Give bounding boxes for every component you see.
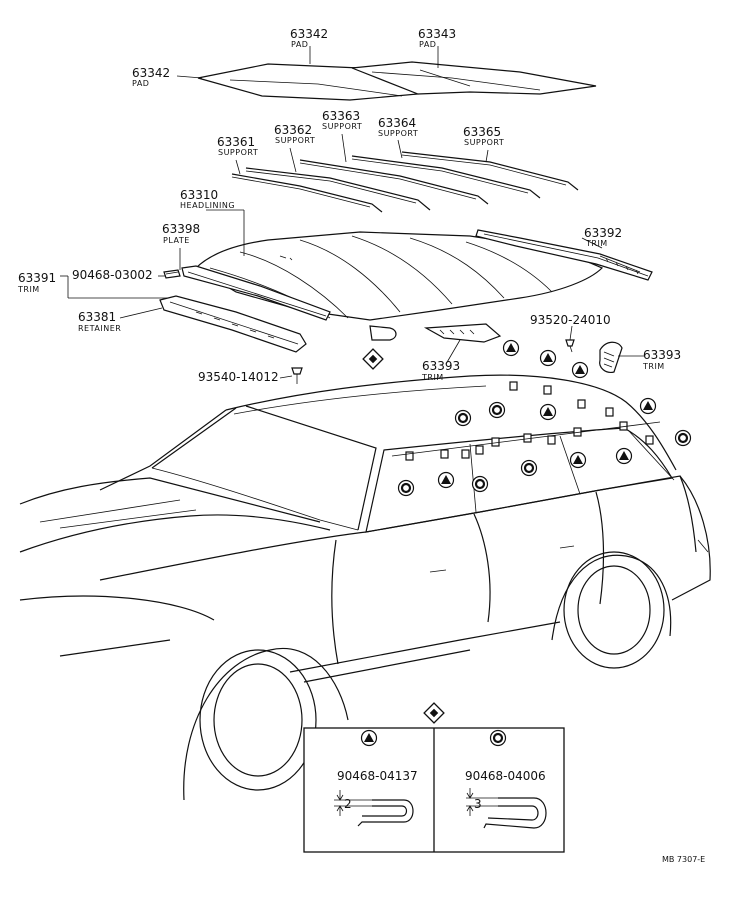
leader-63364 (397, 139, 403, 159)
pad-right-shape (351, 61, 597, 95)
car-body-outline (19, 374, 711, 801)
leader-63362 (289, 147, 297, 173)
leader-63310 (206, 209, 245, 256)
detail-triangle-clip-drawing (334, 790, 414, 827)
part-90468-03002-number: 90468-03002 (72, 268, 153, 282)
part-63342-left-number: 63342 (132, 66, 170, 80)
part-63393-right-label: TRIM (642, 362, 665, 371)
part-63364-label: SUPPORT (378, 129, 418, 138)
part-63362-label: SUPPORT (275, 136, 315, 145)
part-63342-top-label: PAD (291, 40, 308, 49)
headlining-shape (195, 231, 604, 321)
support-rod-63365 (401, 151, 579, 191)
trim-63391-shape (181, 265, 331, 321)
part-63365-label: SUPPORT (464, 138, 504, 147)
trim-63392-shape (475, 229, 653, 281)
trim-63393-mid-shape (423, 323, 502, 343)
part-63392-label: TRIM (585, 239, 608, 248)
support-rod-63361 (231, 173, 383, 213)
leader-63365 (485, 149, 489, 163)
part-63343-number: 63343 (418, 27, 456, 41)
part-63364-number: 63364 (378, 116, 416, 130)
part-63361-number: 63361 (217, 135, 255, 149)
part-63310-number: 63310 (180, 188, 218, 202)
detail-triangle-dimension: 2 (344, 797, 352, 811)
trim-63393-right-shape (599, 341, 623, 373)
diamond-symbol-marker (362, 348, 384, 370)
part-63391-number: 63391 (18, 271, 56, 285)
detail-circle-symbol (489, 729, 507, 747)
leader-93520 (569, 325, 573, 341)
part-63393-mid-label: TRIM (421, 373, 444, 382)
part-63398-label: PLATE (163, 236, 190, 245)
triangle-clip-markers (437, 339, 657, 489)
part-63365-number: 63365 (463, 125, 501, 139)
screw-93540-14012-shape (291, 367, 303, 384)
part-63398-number: 63398 (162, 222, 200, 236)
support-rod-63362 (245, 167, 431, 211)
plate-63398-shape (163, 269, 181, 279)
leader-63342-left (176, 75, 203, 79)
part-63361-label: SUPPORT (218, 148, 258, 157)
support-rod-63363 (299, 159, 489, 205)
part-93520-24010-number: 93520-24010 (530, 313, 611, 327)
leader-63361 (235, 159, 241, 175)
part-63381-label: RETAINER (78, 324, 121, 333)
footer-code: MB 7307-E (662, 855, 705, 864)
part-63392-number: 63392 (584, 226, 622, 240)
part-63343-label: PAD (419, 40, 436, 49)
part-93540-14012-number: 93540-14012 (198, 370, 279, 384)
part-63363-label: SUPPORT (322, 122, 362, 131)
leader-63391 (60, 275, 184, 299)
leader-93540 (279, 375, 293, 379)
part-63362-number: 63362 (274, 123, 312, 137)
roof-rail-clips (391, 381, 661, 461)
part-63342-top-number: 63342 (290, 27, 328, 41)
part-63393-right-number: 63393 (643, 348, 681, 362)
leader-63381 (119, 307, 163, 319)
leader-63363 (341, 133, 347, 163)
screw-93520-24010-shape (565, 339, 575, 353)
detail-circle-dimension: 3 (474, 797, 482, 811)
detail-circle-clip-drawing (466, 788, 547, 829)
part-63391-label: TRIM (17, 285, 40, 294)
retainer-63381-shape (159, 295, 307, 353)
part-63310-label: HEADLINING (180, 201, 235, 210)
part-63342-left-label: PAD (132, 79, 149, 88)
dome-lamp-shape (369, 325, 397, 341)
part-63381-number: 63381 (78, 310, 116, 324)
leader-63392 (581, 237, 603, 249)
part-63393-mid-number: 63393 (422, 359, 460, 373)
detail-triangle-symbol (360, 729, 378, 747)
part-63363-number: 63363 (322, 109, 360, 123)
support-rod-63364 (351, 155, 541, 199)
circle-clip-markers (397, 401, 692, 497)
detail-circle-clip-number: 90468-04006 (465, 769, 546, 783)
detail-box (303, 727, 565, 853)
detail-triangle-clip-number: 90468-04137 (337, 769, 418, 783)
detail-diamond-marker (423, 702, 445, 724)
leader-63393-mid (445, 339, 461, 365)
